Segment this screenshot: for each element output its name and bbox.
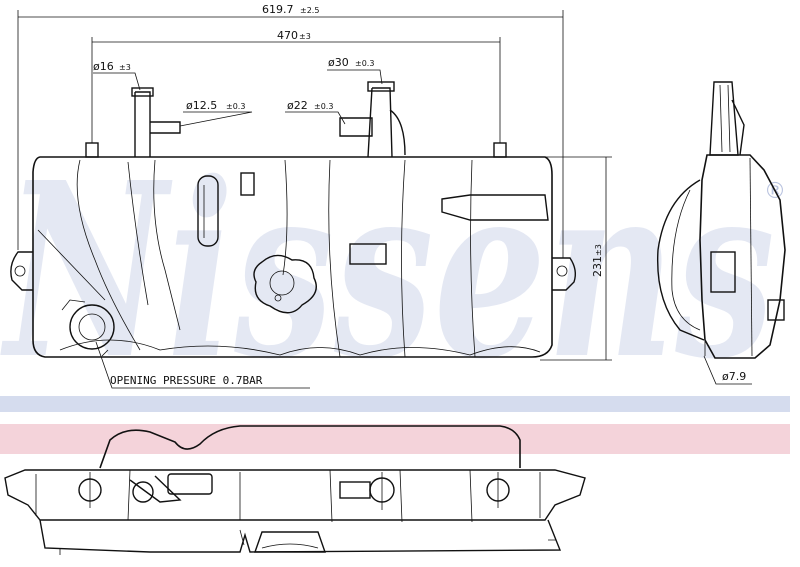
watermark-logo: Nissens [0, 130, 775, 412]
tank-top-view [10, 81, 577, 358]
inlet-side-tol: ±0.3 [314, 102, 333, 111]
height-value: 231 [591, 256, 604, 277]
inlet-side-value: ø22 [287, 99, 308, 112]
inlet-mid-tol: ±0.3 [226, 102, 245, 111]
opening-pressure-note: OPENING PRESSURE 0.7BAR [110, 374, 263, 387]
inlet-small-tol: ±3 [119, 63, 131, 72]
overall-width-tol: ±2.5 [300, 6, 319, 15]
height-tol: ±3 [594, 244, 603, 256]
mount-spacing-tol: ±3 [299, 32, 311, 41]
inlet-mid-value: ø12.5 [186, 99, 217, 112]
inlet-large-value: ø30 [328, 56, 349, 69]
blue-band [0, 396, 790, 412]
pink-band [0, 424, 790, 454]
mount-spacing-value: 470 [277, 29, 298, 42]
inlet-small-value: ø16 [93, 60, 114, 73]
tank-bottom-view [4, 425, 586, 555]
tank-side-view [656, 81, 786, 359]
outlet-value: ø7.9 [722, 370, 746, 383]
dimension-lines [17, 10, 752, 389]
overall-width-value: 619.7 [262, 3, 294, 16]
inlet-large-tol: ±0.3 [355, 59, 374, 68]
